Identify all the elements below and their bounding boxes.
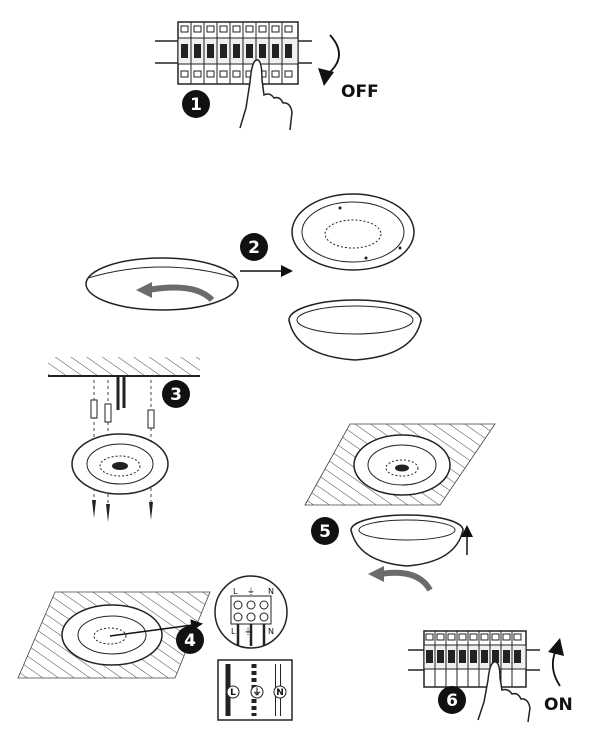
- wire-label-live: L: [230, 688, 236, 698]
- terminal-label-top: L: [233, 587, 238, 596]
- step-5-badge: [311, 517, 339, 545]
- step-2-number: 2: [248, 238, 260, 258]
- on-arrow-icon: [551, 649, 561, 687]
- rotation-arrow-icon: [379, 569, 433, 592]
- terminal-label-top: ⏚: [247, 587, 255, 596]
- screw-icon: [106, 504, 110, 522]
- step-4: 4 L ⏚ N L ⏚ N: [17, 575, 293, 721]
- rotation-arrow-icon: [147, 284, 215, 303]
- lamp-base: [291, 193, 415, 271]
- supply-cable: [116, 377, 126, 410]
- mounted-base: [353, 434, 451, 496]
- wall-plug: [90, 399, 98, 419]
- screw-icon: [149, 502, 153, 520]
- step-5: 5: [304, 423, 496, 592]
- hand-icon: [477, 661, 531, 723]
- off-arrow-icon: [329, 34, 340, 73]
- step-1-number: 1: [190, 95, 202, 115]
- hand-icon: [239, 59, 293, 131]
- terminal-label-top: N: [268, 587, 274, 596]
- breaker-panel: [177, 21, 299, 85]
- step-4-number: 4: [184, 631, 196, 651]
- step-2: 2: [85, 193, 422, 361]
- off-label: OFF: [341, 82, 379, 102]
- terminal-label-bottom: ⏚: [244, 627, 252, 636]
- step-1: 1 OFF: [155, 21, 379, 131]
- on-label: ON: [544, 695, 573, 715]
- screw-icon: [92, 500, 96, 518]
- ceiling-hatch: [48, 357, 200, 375]
- breaker-panel: [423, 630, 527, 688]
- lamp-cover: [85, 257, 239, 311]
- step-3: 3: [48, 357, 200, 522]
- wire-label-earth: ⏚: [252, 687, 261, 698]
- terminal-block-detail: L ⏚ N L ⏚ N: [214, 575, 288, 649]
- step-6: 6 ON: [408, 630, 573, 723]
- terminal-label-bottom: L: [231, 627, 236, 636]
- step-6-badge: [438, 686, 466, 714]
- wall-plug: [147, 409, 155, 429]
- wire-label-neutral: N: [276, 688, 284, 698]
- step-3-badge: [162, 380, 190, 408]
- step-5-number: 5: [319, 522, 331, 542]
- lamp-diffuser: [350, 514, 464, 567]
- step-2-badge: [240, 233, 268, 261]
- mounting-base: [71, 433, 169, 495]
- wire-colour-legend: L ⏚ N: [217, 659, 293, 721]
- step-6-number: 6: [446, 691, 458, 711]
- step-4-badge: [176, 626, 204, 654]
- lamp-diffuser: [288, 299, 422, 361]
- terminal-label-bottom: N: [268, 627, 274, 636]
- step-1-badge: [182, 90, 210, 118]
- wall-plug: [104, 403, 112, 423]
- step-3-number: 3: [170, 385, 182, 405]
